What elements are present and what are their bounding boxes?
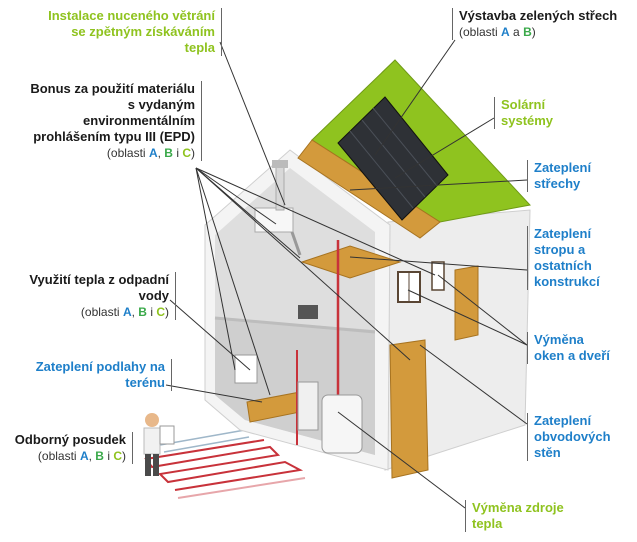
waste-water-heat-areas: (oblasti A, B i C) [80,305,169,319]
ventilation-label: Instalace nuceného větrání se zpětným zí… [40,8,222,56]
heat-source-unit [321,394,363,454]
green-roofs-title: Výstavba zelených střech [459,8,618,23]
solar-title: Solární systémy [501,97,554,128]
floor-insulation-label: Zateplení podlahy na terénu [8,359,172,391]
heat-source-title: Výměna zdroje tepla [472,500,564,531]
ceiling-insulation-label: Zateplení stropu a ostatních konstrukcí [527,226,634,290]
waste-water-heat-title: Využití tepla z odpadní vody [29,272,169,303]
expert-opinion-title: Odborný posudek [14,432,126,447]
green-roofs-label: Výstavba zelených střech (oblasti A a B) [452,8,619,40]
surveyor-figure [143,413,175,476]
wall-insulation-label: Zateplení obvodových stěn [527,413,634,461]
roof-insulation-label: Zateplení střechy [527,160,629,192]
ceiling-insulation-layer [300,245,402,279]
solar-label: Solární systémy [494,97,581,129]
heat-source-label: Výměna zdroje tepla [465,500,592,532]
bonus-epd-label: Bonus za použití materiálu s vydaným env… [25,81,202,161]
windows-doors-label: Výměna oken a dveří [527,332,614,364]
bonus-epd-title: Bonus za použití materiálu s vydaným env… [30,81,195,144]
wall-insulation-panel [389,339,429,479]
wall-insulation-title: Zateplení obvodových stěn [534,413,611,460]
bonus-epd-areas: (oblasti A, B i C) [106,146,195,160]
ventilation-unit [254,207,294,233]
roof-insulation-title: Zateplení střechy [534,160,592,191]
ceiling-insulation-title: Zateplení stropu a ostatních konstrukcí [534,226,600,289]
windows-doors-title: Výměna oken a dveří [534,332,610,363]
expert-opinion-areas: (oblasti A, B i C) [37,449,126,463]
waste-water-heat-label: Využití tepla z odpadní vody (oblasti A,… [25,272,176,320]
expert-opinion-label: Odborný posudek (oblasti A, B i C) [6,432,133,464]
green-roofs-areas: (oblasti A a B) [459,25,536,39]
floor-insulation-title: Zateplení podlahy na terénu [35,359,165,390]
ventilation-title: Instalace nuceného větrání se zpětným zí… [48,8,215,55]
